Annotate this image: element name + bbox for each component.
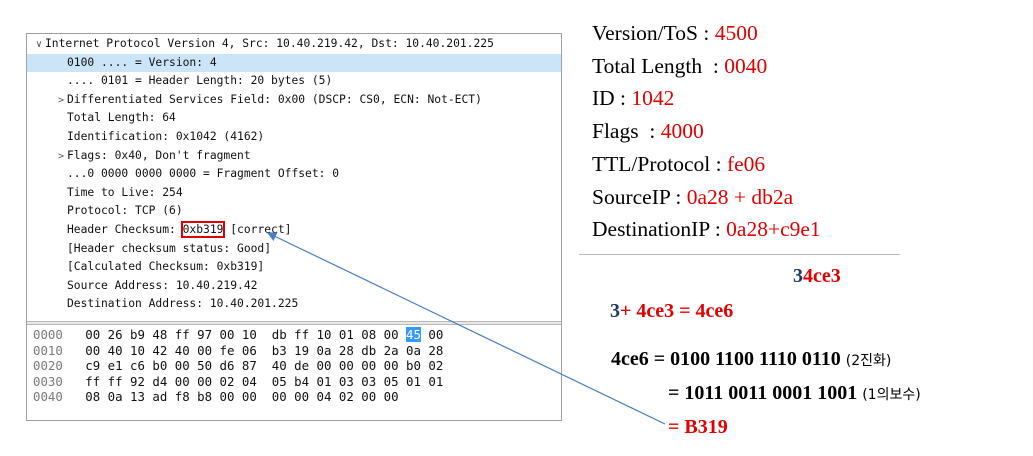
field-label: DestinationIP : (592, 217, 727, 242)
chevron-right-icon[interactable]: > (57, 150, 65, 162)
hex-row[interactable]: 0030 ff ff 92 d4 00 00 02 04 05 b4 01 03… (33, 374, 443, 389)
field-label: ID : (592, 86, 632, 111)
hex-offset: 0040 (33, 389, 63, 405)
tree-row-text: .... 0101 = Header Length: 20 bytes (5) (67, 74, 333, 88)
field-label: SourceIP : (592, 184, 687, 209)
hex-bytes: ff ff 92 d4 00 00 02 04 (85, 373, 257, 389)
checksum-arrow (266, 232, 666, 425)
tree-row-text: Destination Address: 10.40.201.225 (67, 297, 299, 311)
header-field: SourceIP : 0a28 + db2a (592, 184, 793, 210)
chevron-right-icon[interactable]: > (57, 94, 65, 106)
hex-row[interactable]: 0040 08 0a 13 ad f8 b8 00 00 00 00 04 02… (33, 389, 399, 404)
header-field: ID : 1042 (592, 85, 674, 111)
tree-row[interactable]: [Calculated Checksum: 0xb319] (27, 258, 561, 276)
tree-row-text: Time to Live: 254 (67, 185, 183, 199)
hex-bytes: 40 de 00 00 00 00 b0 02 (271, 358, 444, 374)
wireshark-panel: ∨Internet Protocol Version 4, Src: 10.40… (26, 33, 562, 421)
field-label: Version/ToS : (592, 21, 715, 45)
hex-row[interactable]: 0010 00 40 10 42 40 00 fe 06 b3 19 0a 28… (33, 343, 443, 358)
hex-bytes: 00 00 04 02 00 00 (271, 389, 399, 405)
hex-offset: 0030 (33, 373, 63, 389)
header-field: Total Length : 0040 (592, 53, 767, 79)
tree-row-text: Total Length: 64 (67, 111, 176, 125)
final-checksum: = B319 (668, 416, 728, 438)
hex-offset: 0000 (33, 327, 63, 342)
pane-divider[interactable] (27, 321, 561, 325)
tree-row[interactable]: Source Address: 10.40.219.42 (27, 277, 561, 295)
packet-bytes-pane: 0000 00 26 b9 48 ff 97 00 10 db ff 10 01… (27, 325, 561, 420)
hex-bytes: b3 19 0a 28 db 2a 0a 28 (271, 342, 444, 358)
tree-row-text: [Calculated Checksum: 0xb319] (67, 260, 265, 274)
tree-row[interactable]: >Flags: 0x40, Don't fragment (27, 147, 561, 165)
hex-selected-byte: 45 (406, 327, 421, 342)
tree-row[interactable]: ...0 0000 0000 0000 = Fragment Offset: 0 (27, 165, 561, 183)
tree-row-text: Differentiated Services Field: 0x00 (DSC… (67, 92, 482, 106)
hex-bytes: db ff 10 01 08 00 (271, 327, 407, 342)
tree-row[interactable]: 0100 .... = Version: 4 (27, 53, 561, 72)
hex-row[interactable]: 0000 00 26 b9 48 ff 97 00 10 db ff 10 01… (33, 327, 443, 342)
fold-carry-result: 3+ 4ce3 = 4ce6 (610, 300, 734, 322)
tree-row[interactable]: ∨Internet Protocol Version 4, Src: 10.40… (27, 35, 561, 53)
field-value: 0a28 + db2a (686, 184, 794, 209)
hex-bytes: c9 e1 c6 b0 00 50 d6 87 (85, 358, 257, 374)
ones-complement: = 1011 0011 0001 1001 (1의보수) (668, 382, 921, 404)
hex-offset: 0020 (33, 358, 63, 374)
tree-row[interactable]: Time to Live: 254 (27, 184, 561, 202)
sum-result: 34ce3 (793, 265, 841, 287)
field-value: 1042 (631, 86, 675, 111)
tree-row-text: Identification: 0x1042 (4162) (67, 130, 265, 143)
hex-bytes: 08 0a 13 ad f8 b8 00 00 (85, 389, 257, 405)
field-label: Total Length : (592, 53, 725, 78)
header-field: Flags : 4000 (592, 118, 704, 144)
header-field: DestinationIP : 0a28+c9e1 (592, 216, 821, 242)
tree-row-text: Internet Protocol Version 4, Src: 10.40.… (45, 37, 494, 50)
tree-row[interactable]: Header Checksum: 0xb319 [correct] (27, 221, 561, 239)
checksum-label: Header Checksum: (67, 223, 183, 236)
separator-line (579, 254, 900, 255)
tree-row-text: ...0 0000 0000 0000 = Fragment Offset: 0 (67, 167, 340, 181)
tree-row[interactable]: Destination Address: 10.40.201.225 (27, 295, 561, 313)
binary-conversion: 4ce6 = 0100 1100 1110 0110 (2진화) (611, 348, 892, 370)
chevron-down-icon[interactable]: ∨ (35, 39, 43, 50)
field-label: Flags : (592, 119, 661, 144)
tree-row[interactable]: Protocol: TCP (6) (27, 202, 561, 220)
hex-offset: 0010 (33, 342, 63, 358)
tree-row[interactable]: [Header checksum status: Good] (27, 240, 561, 258)
field-value: fe06 (726, 151, 766, 176)
tree-row-text: [Header checksum status: Good] (67, 241, 272, 255)
field-value: 0a28+c9e1 (726, 217, 821, 242)
field-value: 4000 (660, 119, 704, 144)
packet-details-tree: ∨Internet Protocol Version 4, Src: 10.40… (27, 34, 561, 321)
tree-row-text: Flags: 0x40, Don't fragment (67, 148, 251, 162)
hex-bytes: 00 40 10 42 40 00 fe 06 (85, 342, 257, 358)
field-label: TTL/Protocol : (592, 151, 727, 176)
tree-row-text: 0100 .... = Version: 4 (67, 55, 217, 69)
header-field: TTL/Protocol : fe06 (592, 151, 765, 177)
field-value: 4500 (714, 21, 758, 45)
hex-bytes: 00 26 b9 48 ff 97 00 10 (85, 327, 257, 342)
hex-bytes: 05 b4 01 03 03 05 01 01 (271, 373, 444, 389)
checksum-value-highlight: 0xb319 (180, 221, 226, 238)
tree-row[interactable]: Identification: 0x1042 (4162) (27, 128, 561, 146)
tree-row[interactable]: Total Length: 64 (27, 109, 561, 127)
tree-row-text: Protocol: TCP (6) (67, 204, 183, 218)
hex-row[interactable]: 0020 c9 e1 c6 b0 00 50 d6 87 40 de 00 00… (33, 358, 443, 373)
field-value: 0040 (724, 53, 768, 78)
header-field: Version/ToS : 4500 (592, 20, 758, 46)
tree-row[interactable]: .... 0101 = Header Length: 20 bytes (5) (27, 72, 561, 90)
tree-row[interactable]: >Differentiated Services Field: 0x00 (DS… (27, 91, 561, 109)
hex-bytes: 00 (420, 327, 444, 342)
tree-row-text: Source Address: 10.40.219.42 (67, 278, 258, 292)
